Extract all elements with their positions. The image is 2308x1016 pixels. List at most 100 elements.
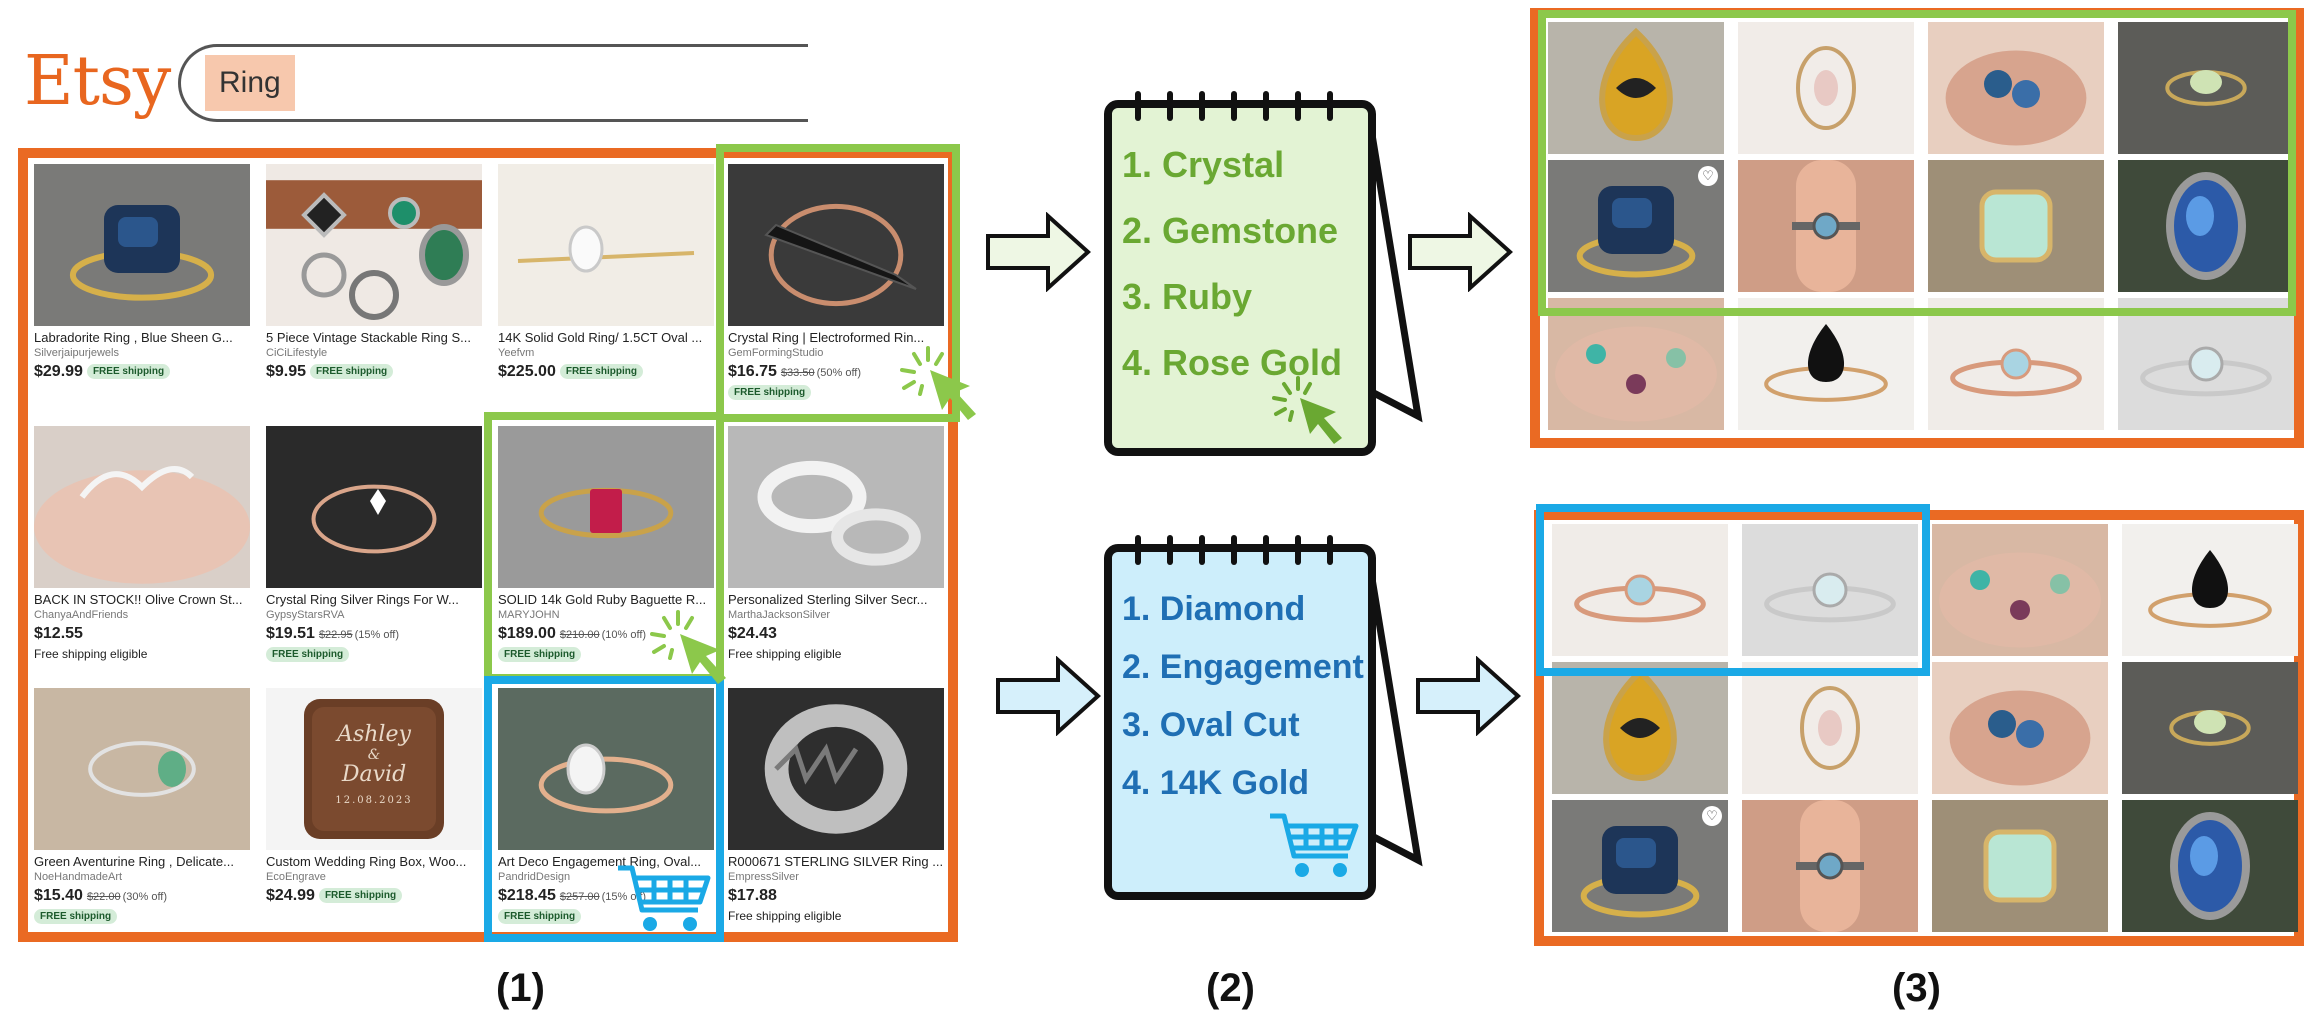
product-card[interactable]: 14K Solid Gold Ring/ 1.5CT Oval ... Yeefv… [498, 164, 714, 381]
shop-name[interactable]: Yeefvm [498, 347, 535, 359]
product-title[interactable]: Crystal Ring Silver Rings For W... [266, 592, 459, 607]
result-thumbnail[interactable] [1928, 298, 2104, 430]
result-thumbnail[interactable] [1742, 662, 1918, 794]
result-thumbnail[interactable] [2118, 160, 2294, 292]
result-thumbnail[interactable] [1738, 160, 1914, 292]
product-title[interactable]: BACK IN STOCK!! Olive Crown St... [34, 592, 243, 607]
original-price: $210.00 [559, 629, 600, 641]
result-thumbnail[interactable] [2118, 298, 2294, 430]
product-image[interactable] [266, 164, 482, 326]
product-title[interactable]: Art Deco Engagement Ring, Oval... [498, 854, 702, 869]
favorite-heart-icon[interactable]: ♡ [1702, 806, 1722, 826]
shop-name[interactable]: EmpressSilver [728, 871, 799, 883]
product-card[interactable]: Labradorite Ring , Blue Sheen G... Silver… [34, 164, 250, 381]
product-title[interactable]: R000671 STERLING SILVER Ring ... [728, 854, 944, 869]
shipping-eligibility: Free shipping eligible [728, 647, 842, 661]
search-input[interactable]: Ring [178, 44, 808, 122]
product-title[interactable]: Personalized Sterling Silver Secr... [728, 592, 928, 607]
etsy-logo[interactable]: Etsy [24, 42, 171, 121]
product-image[interactable] [728, 688, 944, 850]
product-title[interactable]: SOLID 14k Gold Ruby Baguette R... [498, 592, 707, 607]
product-image[interactable] [498, 688, 714, 850]
search-query-text: Ring [205, 55, 295, 111]
favorite-heart-icon[interactable]: ♡ [1698, 166, 1718, 186]
price: $24.43 [728, 625, 777, 642]
product-card[interactable]: Crystal Ring | Electroformed Rin... GemFo… [728, 164, 944, 400]
shop-name[interactable]: MARYJOHN [498, 609, 560, 621]
shop-name[interactable]: EcoEngrave [266, 871, 326, 883]
product-card[interactable]: Personalized Sterling Silver Secr... Mart… [728, 426, 944, 661]
price: $29.99 [34, 363, 83, 380]
discount: (30% off) [122, 891, 168, 903]
product-card[interactable]: R000671 STERLING SILVER Ring ... EmpressS… [728, 688, 944, 923]
flow-arrow-icon [1408, 212, 1513, 292]
product-card[interactable]: BACK IN STOCK!! Olive Crown St... ChanyaA… [34, 426, 250, 661]
result-thumbnail[interactable] [1742, 800, 1918, 932]
price-line: $12.55 [34, 625, 250, 643]
result-thumbnail[interactable] [1548, 22, 1724, 154]
result-thumbnail[interactable] [2122, 800, 2298, 932]
product-image[interactable] [498, 426, 714, 588]
product-title[interactable]: Custom Wedding Ring Box, Woo... [266, 854, 467, 869]
shop-name[interactable]: CiCiLifestyle [266, 347, 328, 359]
free-shipping-badge: FREE shipping [34, 909, 118, 924]
price: $15.40 [34, 887, 83, 904]
product-image[interactable] [728, 426, 944, 588]
result-thumbnail[interactable] [2122, 524, 2298, 656]
shipping-eligibility: Free shipping eligible [728, 909, 842, 923]
shop-name[interactable]: PandridDesign [498, 871, 571, 883]
product-image[interactable] [266, 426, 482, 588]
product-image[interactable] [34, 164, 250, 326]
product-card[interactable]: Art Deco Engagement Ring, Oval... Pandrid… [498, 688, 714, 924]
result-thumbnail[interactable] [2118, 22, 2294, 154]
flow-arrow-icon [996, 656, 1101, 736]
free-shipping-badge: FREE shipping [498, 909, 582, 924]
product-image[interactable] [34, 426, 250, 588]
product-card[interactable]: SOLID 14k Gold Ruby Baguette R... MARYJOH… [498, 426, 714, 662]
result-thumbnail[interactable] [1742, 524, 1918, 656]
product-card[interactable]: 5 Piece Vintage Stackable Ring S... CiCiL… [266, 164, 482, 381]
shop-name[interactable]: NoeHandmadeArt [34, 871, 123, 883]
result-thumbnail[interactable]: ♡ [1548, 160, 1724, 292]
free-shipping-badge: FREE shipping [559, 364, 643, 380]
shop-name[interactable]: MarthaJacksonSilver [728, 609, 831, 621]
result-thumbnail[interactable]: ♡ [1552, 800, 1728, 932]
product-card[interactable]: Green Aventurine Ring , Delicate... NoeHa… [34, 688, 250, 924]
price: $225.00 [498, 363, 556, 380]
free-shipping-badge: FREE shipping [266, 647, 350, 662]
product-card[interactable]: Crystal Ring Silver Rings For W... GypsyS… [266, 426, 482, 662]
preferred-results-highlight [1536, 504, 1930, 676]
shop-name[interactable]: Silverjaipurjewels [34, 347, 119, 359]
product-title[interactable]: Labradorite Ring , Blue Sheen G... [34, 330, 233, 345]
result-thumbnail[interactable] [1932, 524, 2108, 656]
selected-crystal-highlight [716, 144, 960, 422]
result-thumbnail[interactable] [1928, 160, 2104, 292]
product-image[interactable] [34, 688, 250, 850]
result-thumbnail[interactable] [1932, 800, 2108, 932]
result-thumbnail[interactable] [2122, 662, 2298, 794]
notepad-item: 4. Rose Gold [1122, 342, 1343, 383]
shop-name[interactable]: GypsyStarsRVA [266, 609, 345, 621]
result-thumbnail[interactable] [1738, 22, 1914, 154]
shop-name[interactable]: GemFormingStudio [728, 347, 824, 359]
product-image[interactable] [728, 164, 944, 326]
product-title[interactable]: 5 Piece Vintage Stackable Ring S... [266, 330, 471, 345]
product-title[interactable]: Green Aventurine Ring , Delicate... [34, 854, 234, 869]
product-image[interactable] [498, 164, 714, 326]
result-thumbnail[interactable] [1548, 298, 1724, 430]
result-thumbnail[interactable] [1552, 662, 1728, 794]
notepad-item: 2. Gemstone [1122, 210, 1339, 251]
result-thumbnail[interactable] [1552, 524, 1728, 656]
result-thumbnail[interactable] [1738, 298, 1914, 430]
product-title[interactable]: 14K Solid Gold Ring/ 1.5CT Oval ... [498, 330, 703, 345]
shop-name[interactable]: ChanyaAndFriends [34, 609, 129, 621]
result-thumbnail[interactable] [1932, 662, 2108, 794]
product-title[interactable]: Crystal Ring | Electroformed Rin... [728, 330, 925, 345]
result-thumbnail[interactable] [1928, 22, 2104, 154]
click-cursor-icon [650, 610, 726, 684]
reranked-results-bottom: ♡ [1534, 510, 2304, 946]
